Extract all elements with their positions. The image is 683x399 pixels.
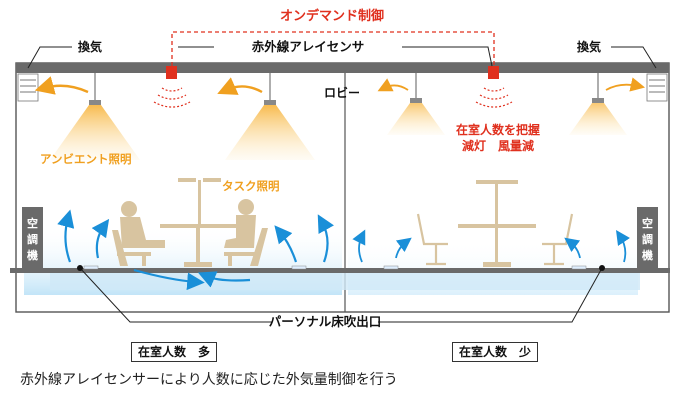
diagram-caption: 赤外線アレイセンサーにより人数に応じた外気量制御を行う	[20, 372, 398, 388]
occupancy-high-label: 在室人数 多	[131, 342, 218, 362]
task-lamp-left	[178, 178, 221, 224]
occupancy-detect-label: 在室人数を把握	[456, 122, 540, 137]
infrared-sensor-left	[153, 66, 191, 108]
empty-chair-left	[416, 213, 448, 266]
supply-air-arrows-right	[352, 229, 630, 263]
svg-text:機: 機	[642, 248, 653, 262]
person-left	[112, 201, 165, 266]
air-conditioner-right-label: 空 調 機	[642, 216, 653, 262]
on-demand-control-line	[171, 31, 495, 66]
ventilation-label-left: 換気	[78, 39, 102, 54]
occupancy-low-label: 在室人数 少	[452, 342, 539, 362]
svg-text:機: 機	[27, 248, 38, 262]
personal-floor-outlet-label: パーソナル床吹出口	[269, 314, 382, 329]
svg-text:調: 調	[27, 232, 38, 246]
leader-lines	[27, 46, 657, 323]
infrared-sensor-label: 赤外線アレイセンサ	[252, 39, 365, 54]
outlet-marker-left	[77, 265, 83, 271]
ambient-light-1	[50, 73, 140, 160]
vent-grille-left	[17, 73, 39, 102]
ambient-light-4	[569, 73, 627, 135]
right-table	[458, 180, 536, 267]
svg-text:調: 調	[642, 232, 653, 246]
air-conditioner-left-label: 空 調 機	[27, 216, 38, 262]
left-table	[160, 224, 238, 267]
supply-air-arrows-left	[57, 209, 334, 291]
infrared-sensor-right	[475, 66, 513, 108]
air-conditioner-left	[22, 207, 43, 269]
svg-text:空: 空	[642, 216, 653, 230]
underfloor-plenum	[50, 273, 640, 290]
ambient-lighting-label: アンビエント照明	[40, 152, 132, 166]
ambient-light-2	[225, 73, 315, 160]
person-right	[224, 199, 268, 266]
floor-outlets	[83, 265, 587, 270]
task-lighting-label: タスク照明	[222, 179, 280, 193]
on-demand-control-label: オンデマンド制御	[280, 8, 384, 24]
vent-grille-right	[646, 73, 668, 102]
air-conditioner-right	[637, 207, 658, 269]
dim-airflow-label: 減灯 風量減	[462, 138, 534, 153]
raised-floor	[10, 268, 670, 273]
lobby-label: ロビー	[324, 85, 360, 100]
ventilation-label-right: 換気	[577, 39, 601, 54]
outlet-marker-right	[599, 265, 605, 271]
ceiling-slab	[16, 63, 669, 73]
svg-text:空: 空	[27, 216, 38, 230]
ambient-light-3	[387, 73, 445, 135]
exhaust-arrows	[34, 76, 646, 95]
